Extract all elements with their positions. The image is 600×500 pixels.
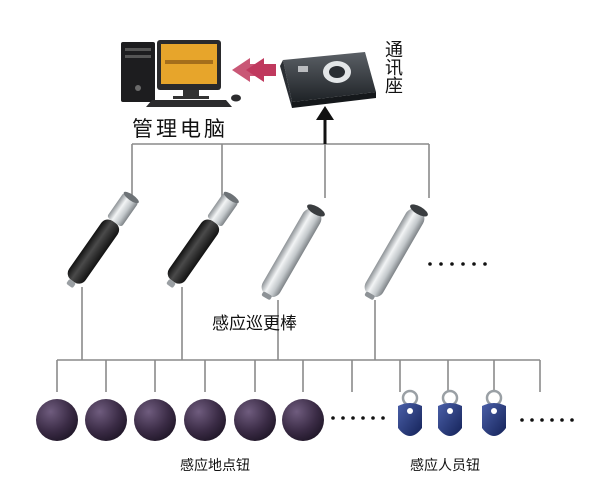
more-tags-ellipsis [520, 418, 574, 422]
patrol-stick-icon [166, 191, 239, 288]
location-button-icon [184, 399, 226, 441]
location-button-icon [234, 399, 276, 441]
person-button-label: 感应人员钮 [410, 458, 480, 474]
location-button-icon [85, 399, 127, 441]
person-tags [398, 389, 506, 436]
up-arrow-icon [316, 106, 334, 144]
location-button-icon [134, 399, 176, 441]
patrol-stick-label: 感应巡更棒 [212, 314, 297, 334]
point-buttons [36, 399, 324, 441]
patrol-stick-icon [66, 191, 139, 288]
patrol-stick-icon [364, 204, 428, 300]
communication-base-icon [280, 52, 376, 108]
desktop-computer-icon [121, 40, 241, 107]
point-button-label: 感应地点钮 [180, 458, 250, 474]
location-button-icon [282, 399, 324, 441]
location-button-icon [36, 399, 78, 441]
keyfob-tag-icon [438, 389, 462, 436]
computer-label: 管理电脑 [132, 117, 228, 141]
patrol-stick-icon [261, 204, 325, 300]
more-sticks-ellipsis [428, 262, 487, 266]
keyfob-tag-icon [482, 389, 506, 436]
connection-lines [56, 143, 541, 392]
data-transfer-arrow-icon [232, 58, 276, 82]
keyfob-tag-icon [398, 389, 422, 436]
more-buttons-ellipsis [331, 416, 385, 420]
comm-base-label: 通讯座 [382, 40, 403, 94]
